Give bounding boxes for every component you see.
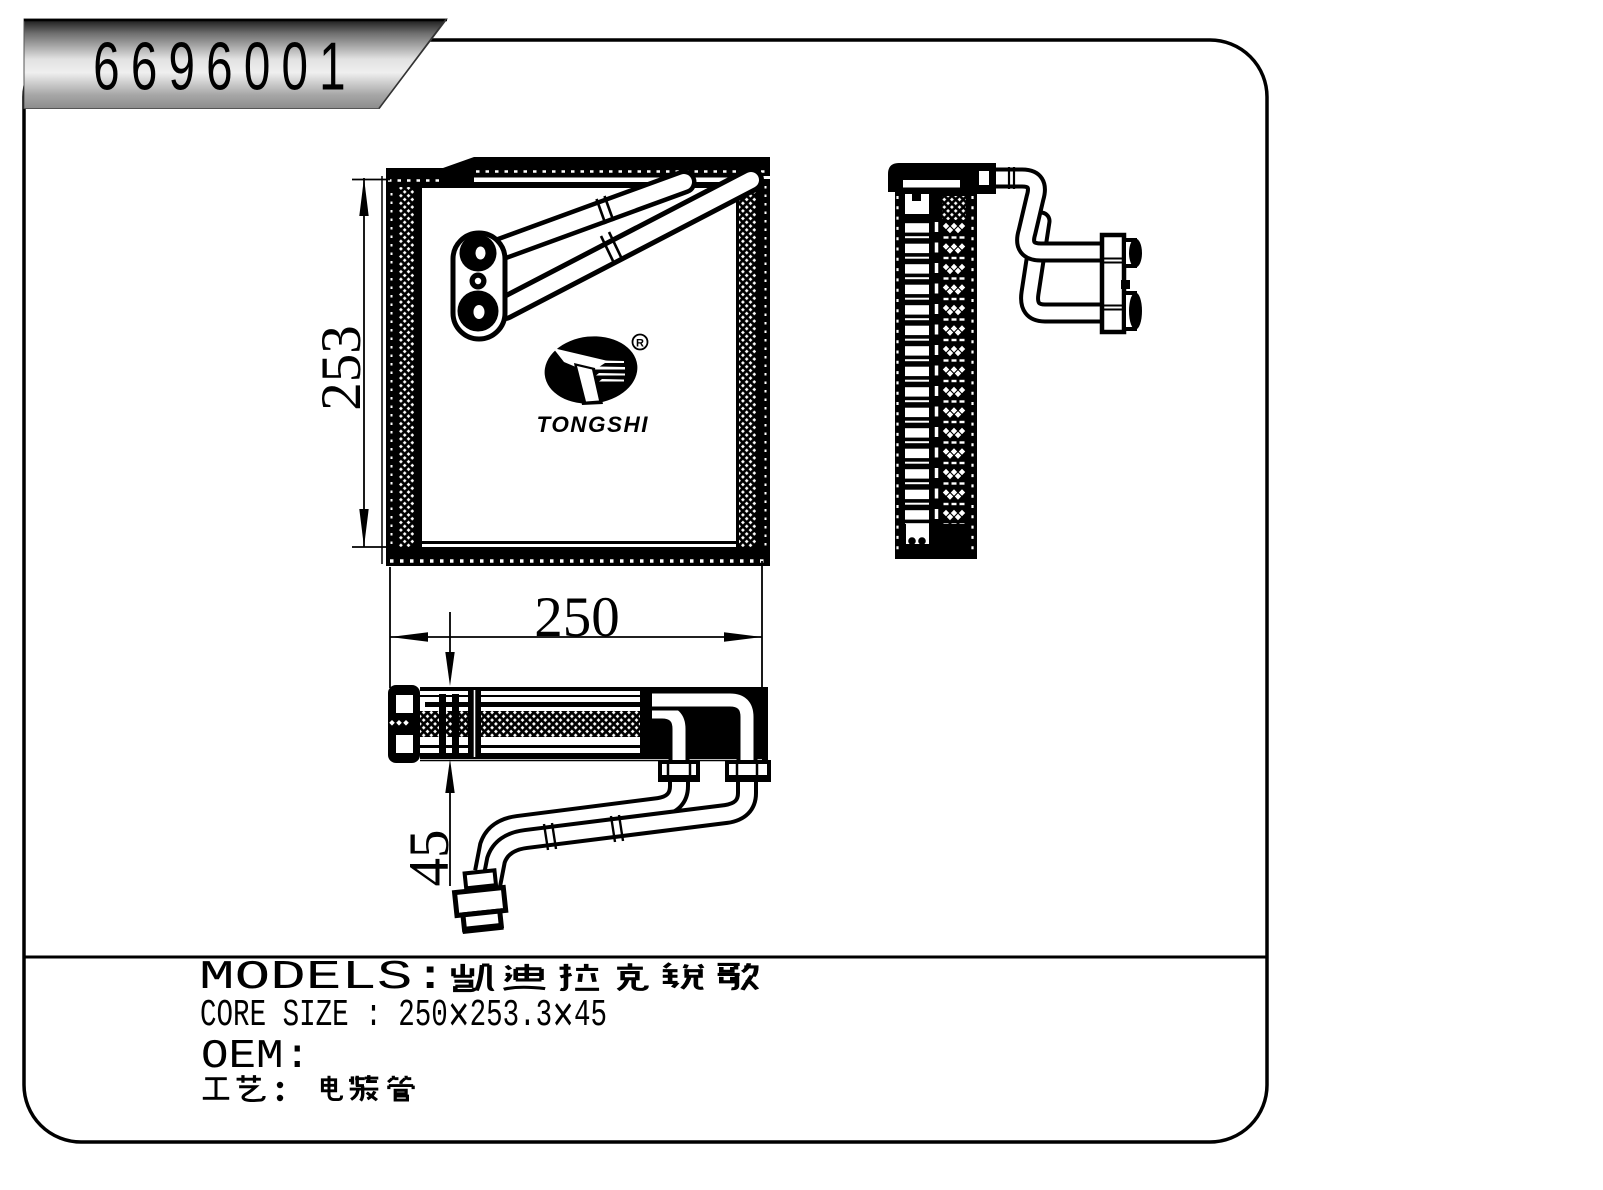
svg-text:253: 253	[310, 325, 373, 411]
svg-text:45: 45	[398, 830, 461, 887]
svg-text:250: 250	[534, 586, 620, 649]
svg-text:MODELS:: MODELS:	[199, 955, 448, 1001]
svg-text:6696001: 6696001	[93, 29, 357, 104]
svg-text:R: R	[636, 338, 644, 350]
svg-text:TONGSHI: TONGSHI	[537, 412, 650, 437]
svg-text:OEM:: OEM:	[201, 1034, 311, 1080]
